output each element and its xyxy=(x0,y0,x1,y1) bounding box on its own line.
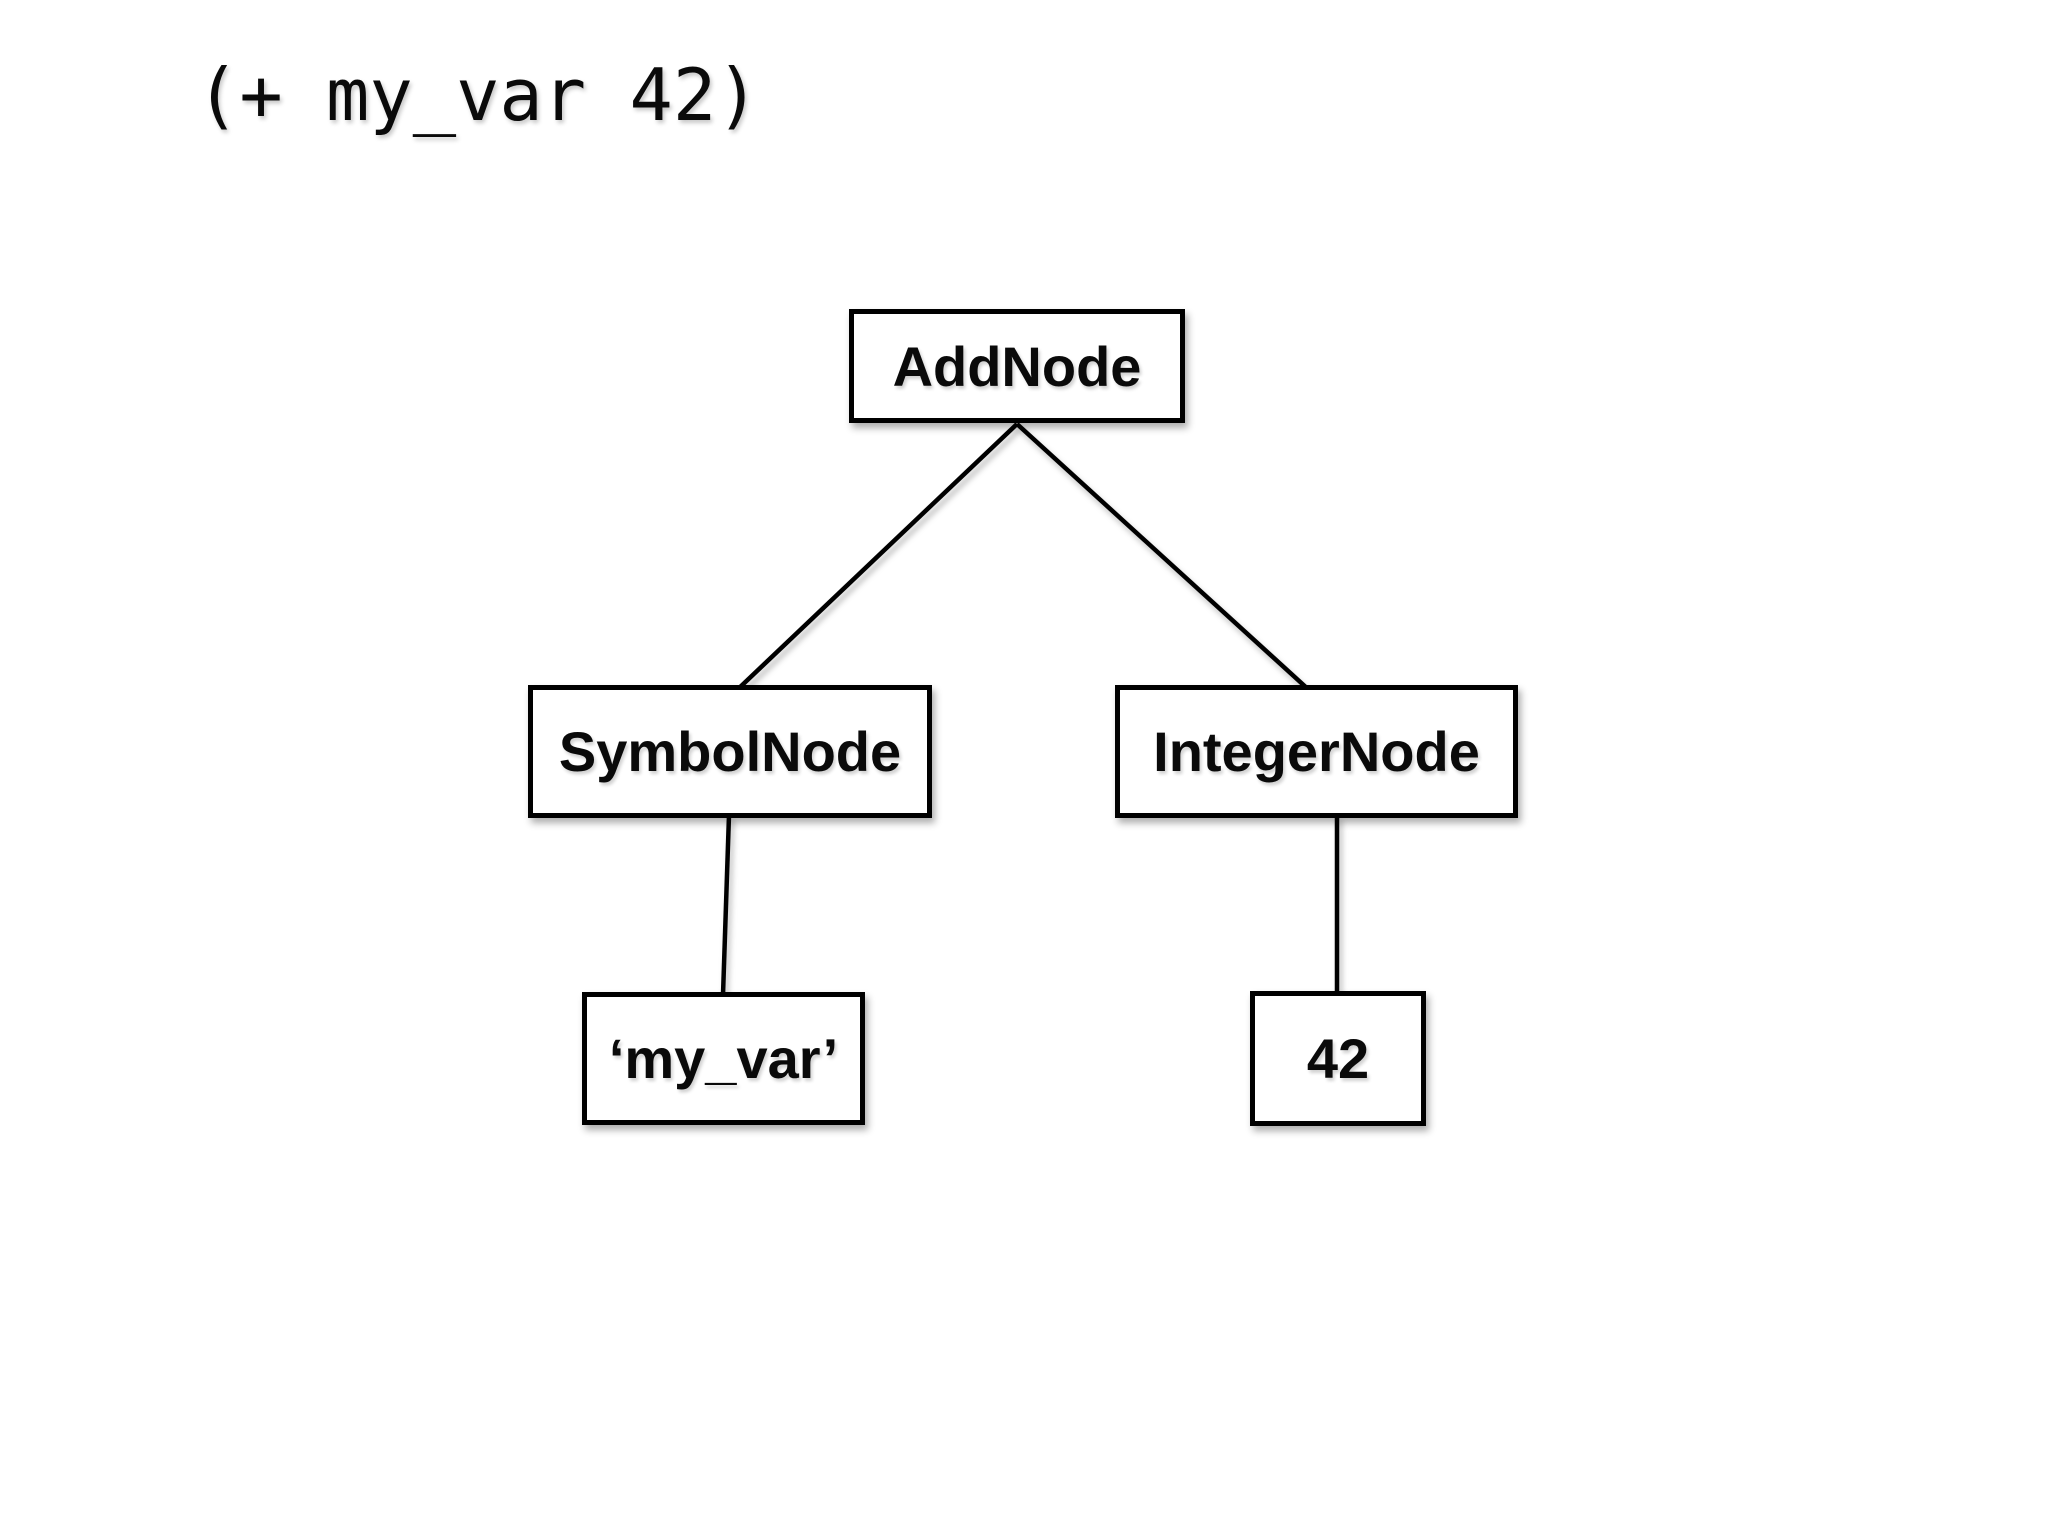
edge-symbolnode-myvar xyxy=(720,814,732,996)
ast-node-addnode: AddNode xyxy=(849,309,1185,423)
ast-leaf-myvar: ‘my_var’ xyxy=(582,992,865,1125)
source-code-text: (+ my_var 42) xyxy=(196,53,760,137)
ast-node-integernode: IntegerNode xyxy=(1115,685,1518,818)
ast-node-symbolnode: SymbolNode xyxy=(528,685,932,818)
ast-leaf-42: 42 xyxy=(1250,991,1426,1126)
edge-addnode-integernode xyxy=(1015,422,1311,692)
edge-addnode-symbolnode xyxy=(735,422,1019,692)
